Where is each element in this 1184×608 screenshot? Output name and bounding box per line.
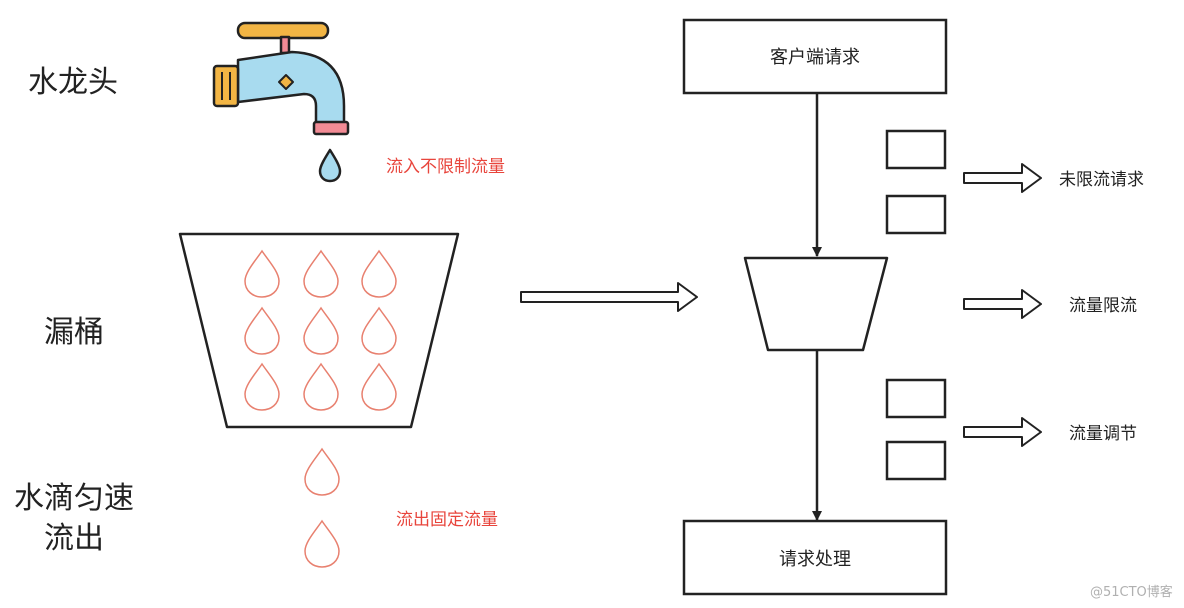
- hollow-arrow-icon: [963, 417, 1042, 447]
- request-block: [885, 440, 947, 481]
- water-drop-icon: [304, 520, 340, 568]
- request-block: [885, 129, 947, 170]
- faucet-label: 水龙头: [28, 65, 118, 100]
- unlimited-requests-label: 未限流请求: [1059, 170, 1144, 190]
- hollow-arrow-icon: [963, 163, 1042, 193]
- traffic-adjustment-label: 流量调节: [1069, 424, 1137, 444]
- bucket-label: 漏桶: [44, 315, 104, 350]
- faucet-icon: [212, 21, 350, 136]
- watermark: @51CTO博客: [1090, 584, 1173, 600]
- drip-label-line1: 水滴匀速: [14, 481, 134, 516]
- request-processing-box: 请求处理: [682, 519, 948, 596]
- funnel-icon: [743, 256, 889, 352]
- bucket-icon: [178, 232, 460, 429]
- hollow-arrow-icon: [520, 282, 698, 312]
- inflow-note: 流入不限制流量: [386, 157, 505, 177]
- request-block: [885, 378, 947, 419]
- water-drop-icon: [304, 448, 340, 496]
- request-processing-label: 请求处理: [779, 549, 851, 570]
- request-block: [885, 194, 947, 235]
- hollow-arrow-icon: [963, 289, 1042, 319]
- outflow-drops: [304, 448, 340, 568]
- water-drop-icon: [318, 148, 342, 183]
- client-request-box: 客户端请求: [682, 18, 948, 95]
- traffic-limiting-label: 流量限流: [1069, 296, 1137, 316]
- outflow-note: 流出固定流量: [396, 510, 498, 530]
- client-request-label: 客户端请求: [770, 47, 860, 68]
- drip-label-line2: 流出: [44, 521, 104, 556]
